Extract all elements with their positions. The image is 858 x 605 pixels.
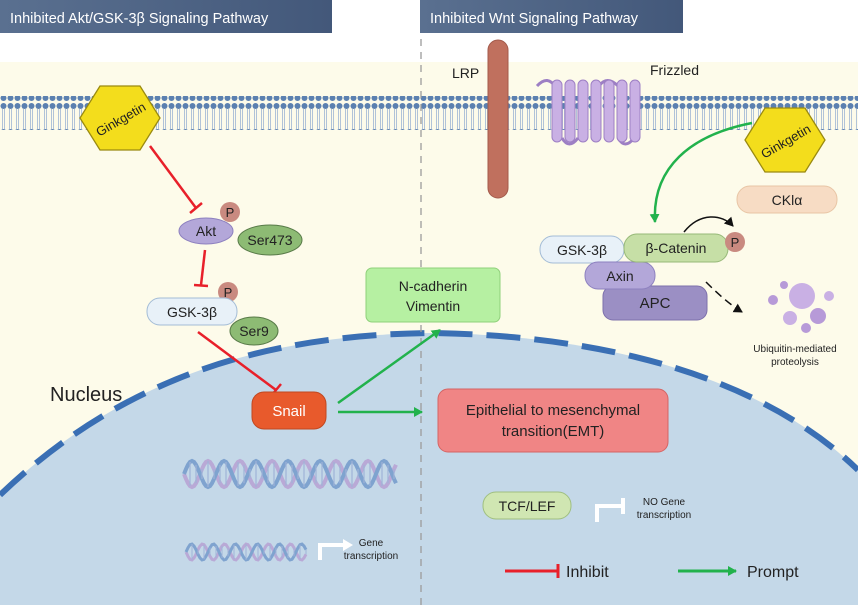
gene-transcription-line1: Gene [359, 538, 384, 549]
ginkgetin-right-hexagon [744, 107, 826, 173]
legend-inhibit-label: Inhibit [566, 564, 609, 581]
ncadherin-vimentin-box [365, 267, 501, 323]
nucleus-label: Nucleus [50, 384, 122, 406]
left-panel-header [0, 0, 332, 33]
frizzled-receptor [535, 79, 641, 146]
akt-phospho-circle [220, 202, 240, 222]
inhibit-line-gsk-snail [197, 330, 277, 392]
gsk-left-node [146, 297, 238, 326]
bcatenin-phospho-label: P [731, 235, 740, 250]
transcription-arrow-head [343, 539, 353, 551]
ncadherin-label: N-cadherin [399, 278, 467, 294]
axin-label: Axin [606, 268, 633, 284]
ser9-node [229, 316, 279, 346]
phosphorylation-arrow [683, 216, 734, 233]
apc-label: APC [640, 295, 671, 312]
emt-line1: Epithelial to mesenchymal [466, 402, 640, 419]
prompt-arrow-snail-ncadherin [337, 328, 441, 405]
akt-label: Akt [196, 223, 216, 239]
inhibit-bar-gsk [193, 283, 209, 288]
snail-node [251, 391, 327, 430]
ser473-node [237, 224, 303, 256]
inhibit-line-akt-gsk [199, 249, 207, 286]
ubiquitin-line2: proteolysis [771, 357, 819, 368]
snail-label: Snail [272, 403, 305, 420]
apc-node [602, 285, 708, 321]
akt-phospho-label: P [226, 205, 235, 220]
ser473-label: Ser473 [247, 232, 292, 248]
no-gene-line2: transcription [637, 510, 691, 521]
emt-line2: transition(EMT) [502, 423, 605, 440]
vimentin-label: Vimentin [406, 298, 460, 314]
ser9-label: Ser9 [239, 323, 269, 339]
inhibit-line-ginkgetin-akt [148, 145, 198, 209]
frizzled-label: Frizzled [650, 62, 699, 78]
gsk-right-label: GSK-3β [557, 242, 607, 258]
cki-node [736, 185, 838, 214]
gsk-left-label: GSK-3β [167, 304, 217, 320]
bcatenin-label: β-Catenin [646, 240, 707, 256]
left-panel-title: Inhibited Akt/GSK-3β Signaling Pathway [10, 11, 269, 27]
no-gene-line1: NO Gene [643, 497, 686, 508]
nuclear-envelope [0, 329, 858, 498]
right-panel-header [420, 0, 683, 33]
right-panel-title: Inhibited Wnt Signaling Pathway [430, 11, 639, 27]
legend-prompt-label: Prompt [747, 564, 799, 581]
dna-helix-small [184, 542, 308, 562]
cki-label: CKlα [772, 192, 803, 208]
gene-transcription-line2: transcription [344, 551, 398, 562]
gsk-left-phospho-label: P [224, 285, 233, 300]
proteolysis-fragments [768, 281, 834, 333]
inhibit-bar-akt [189, 202, 203, 214]
degradation-arrow [705, 281, 743, 313]
lrp-label: LRP [452, 65, 479, 81]
ubiquitin-line1: Ubiquitin-mediated [753, 344, 836, 355]
transcription-arrow-stem [318, 543, 345, 560]
tcf-lef-label: TCF/LEF [499, 498, 556, 514]
akt-node [178, 217, 234, 245]
emt-box [437, 388, 669, 453]
blocked-transcription-stem [595, 504, 622, 522]
bcatenin-phospho-circle [725, 232, 745, 252]
axin-node [584, 261, 656, 290]
dna-helix-large [182, 458, 398, 490]
tcf-lef-node [482, 491, 572, 520]
lrp-receptor [487, 39, 509, 199]
gsk-left-phospho-circle [218, 282, 238, 302]
prompt-arrow-ginkgetin-bcatenin [649, 121, 753, 223]
ginkgetin-left-hexagon [79, 85, 161, 151]
